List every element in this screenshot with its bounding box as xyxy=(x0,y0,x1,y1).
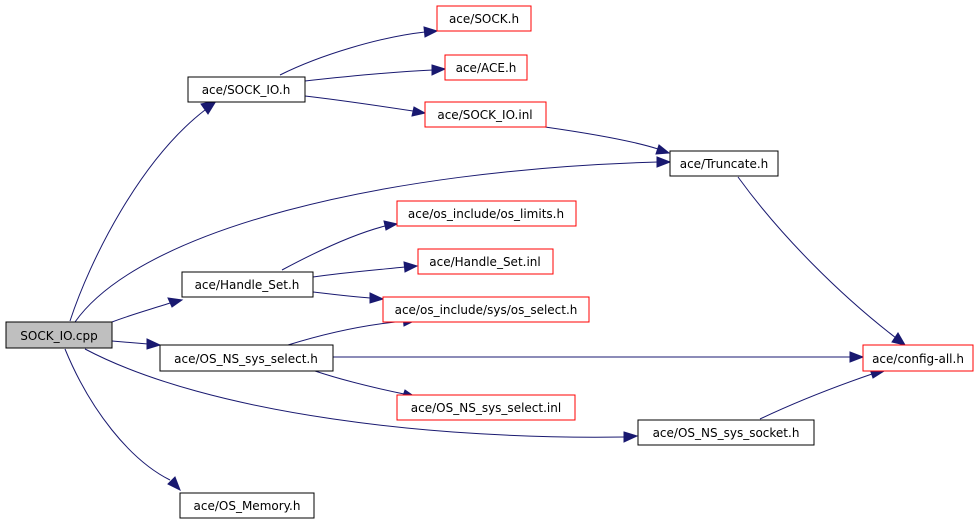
edge-sock-io-inl-to-truncate-h xyxy=(544,126,671,155)
node-sock-io-h-label: ace/SOCK_IO.h xyxy=(202,83,291,97)
node-os-ns-select-inl[interactable]: ace/OS_NS_sys_select.inl xyxy=(396,394,576,421)
edge-root-to-truncate-h xyxy=(74,156,672,323)
node-os-limits-h[interactable]: ace/os_include/os_limits.h xyxy=(396,200,577,227)
node-os-ns-select-inl-label: ace/OS_NS_sys_select.inl xyxy=(411,401,561,415)
node-os-limits-h-label: ace/os_include/os_limits.h xyxy=(408,207,564,221)
edge-root-to-os-ns-socket-h xyxy=(84,348,639,443)
edge-handle-set-h-to-os-limits-h xyxy=(281,220,399,271)
node-sock-io-inl[interactable]: ace/SOCK_IO.inl xyxy=(424,101,547,128)
edge-handle-set-h-to-handle-set-inl xyxy=(312,261,419,278)
node-ace-h-label: ace/ACE.h xyxy=(456,61,517,75)
node-handle-set-h-label: ace/Handle_Set.h xyxy=(195,278,300,292)
node-root-label: SOCK_IO.cpp xyxy=(20,329,97,343)
node-sock-io-h[interactable]: ace/SOCK_IO.h xyxy=(187,76,306,103)
node-truncate-h-label: ace/Truncate.h xyxy=(680,157,769,171)
node-root[interactable]: SOCK_IO.cpp xyxy=(5,321,113,349)
edge-root-to-os-memory-h xyxy=(64,348,181,492)
node-os-select-h-label: ace/os_include/sys/os_select.h xyxy=(395,303,578,317)
node-os-ns-select-h[interactable]: ace/OS_NS_sys_select.h xyxy=(159,344,334,372)
node-os-memory-h[interactable]: ace/OS_Memory.h xyxy=(179,492,315,519)
node-os-ns-select-h-label: ace/OS_NS_sys_select.h xyxy=(174,352,318,366)
node-sock-h[interactable]: ace/SOCK.h xyxy=(436,5,532,32)
node-os-memory-h-label: ace/OS_Memory.h xyxy=(194,499,301,513)
node-os-ns-socket-h[interactable]: ace/OS_NS_sys_socket.h xyxy=(637,419,815,446)
edge-sock-io-h-to-sock-io-inl xyxy=(304,95,427,117)
edge-truncate-h-to-config-all-h xyxy=(737,176,907,346)
node-handle-set-h[interactable]: ace/Handle_Set.h xyxy=(181,271,314,298)
node-config-all-h[interactable]: ace/config-all.h xyxy=(862,344,974,372)
node-ace-h[interactable]: ace/ACE.h xyxy=(444,54,528,81)
edge-os-ns-socket-h-to-config-all-h xyxy=(759,368,886,420)
edge-os-ns-select-h-to-config-all-h xyxy=(333,351,865,363)
edge-sock-io-h-to-sock-h xyxy=(279,26,439,76)
node-os-ns-socket-h-label: ace/OS_NS_sys_socket.h xyxy=(653,426,800,440)
node-sock-io-inl-label: ace/SOCK_IO.inl xyxy=(437,108,532,122)
node-truncate-h[interactable]: ace/Truncate.h xyxy=(669,150,779,177)
node-handle-set-inl-label: ace/Handle_Set.inl xyxy=(429,255,541,269)
edge-root-to-handle-set-h xyxy=(111,297,184,323)
node-os-select-h[interactable]: ace/os_include/sys/os_select.h xyxy=(382,296,590,323)
edge-root-to-os-ns-select-h xyxy=(111,338,162,350)
node-handle-set-inl[interactable]: ace/Handle_Set.inl xyxy=(417,248,554,275)
edge-handle-set-h-to-os-select-h xyxy=(312,291,385,304)
edge-sock-io-h-to-ace-h xyxy=(304,64,447,82)
node-config-all-h-label: ace/config-all.h xyxy=(872,352,964,366)
node-sock-h-label: ace/SOCK.h xyxy=(449,12,519,26)
